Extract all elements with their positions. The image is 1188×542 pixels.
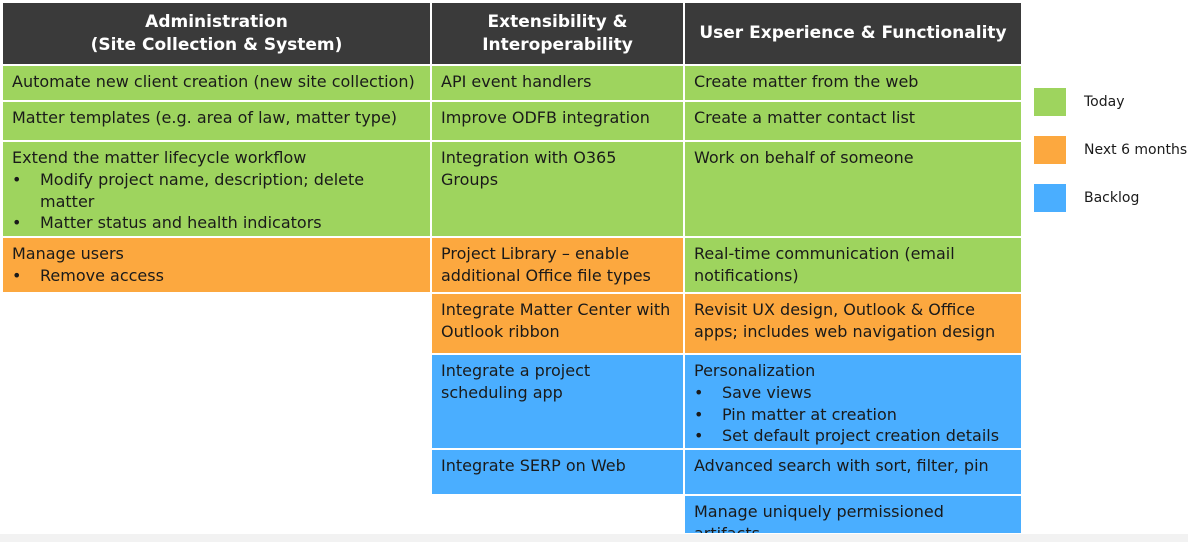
roadmap-item-text: Real-time communication (email notificat…	[694, 244, 955, 285]
column-header-label: User Experience & Functionality	[699, 23, 1007, 43]
roadmap-item-text: Work on behalf of someone	[694, 148, 914, 167]
roadmap-item-text: Project Library – enable additional Offi…	[441, 244, 651, 285]
roadmap-item-bullets: Remove access	[12, 265, 421, 287]
roadmap-item-text: Matter templates (e.g. area of law, matt…	[12, 108, 398, 127]
roadmap-item: API event handlers	[432, 66, 683, 100]
bullet-item: Matter status and health indicators	[12, 212, 421, 234]
bottom-band	[0, 534, 1188, 542]
roadmap-item: Integrate Matter Center with Outlook rib…	[432, 294, 683, 353]
roadmap-item-text: API event handlers	[441, 72, 592, 91]
roadmap-item-text: Revisit UX design, Outlook & Office apps…	[694, 300, 996, 341]
roadmap-item-text: Create matter from the web	[694, 72, 919, 91]
column-header-label: Administration (Site Collection & System…	[90, 11, 343, 55]
legend-label: Next 6 months	[1084, 142, 1188, 158]
bullet-item: Remove access	[12, 265, 421, 287]
roadmap-item: Create matter from the web	[685, 66, 1021, 100]
legend-label: Today	[1084, 94, 1125, 110]
roadmap-item: Integrate SERP on Web	[432, 450, 683, 494]
roadmap-item-text: Integrate SERP on Web	[441, 456, 626, 475]
bullet-item: Save views	[694, 382, 1012, 404]
roadmap-item-text: Personalization	[694, 361, 816, 380]
roadmap-item-text: Integrate a project scheduling app	[441, 361, 591, 402]
legend-label: Backlog	[1084, 190, 1140, 206]
roadmap-item-text: Automate new client creation (new site c…	[12, 72, 415, 91]
roadmap-item: PersonalizationSave viewsPin matter at c…	[685, 355, 1021, 448]
roadmap-item: Integration with O365 Groups	[432, 142, 683, 236]
roadmap-item: Real-time communication (email notificat…	[685, 238, 1021, 292]
roadmap-item: Manage uniquely permissioned artifacts	[685, 496, 1021, 533]
roadmap-item-text: Integration with O365 Groups	[441, 148, 617, 189]
column-header-label: Extensibility & Interoperability	[482, 11, 633, 55]
roadmap-item: Revisit UX design, Outlook & Office apps…	[685, 294, 1021, 353]
roadmap-item-text: Manage users	[12, 244, 124, 263]
roadmap-item: Work on behalf of someone	[685, 142, 1021, 236]
roadmap-item: Automate new client creation (new site c…	[3, 66, 430, 100]
legend-swatch	[1034, 184, 1066, 212]
legend-swatch	[1034, 136, 1066, 164]
roadmap-item: Extend the matter lifecycle workflowModi…	[3, 142, 430, 236]
roadmap-item-bullets: Modify project name, description; delete…	[12, 169, 421, 236]
bullet-item: Further automate external sharing workfl…	[12, 234, 421, 237]
bullet-item: Modify project name, description; delete…	[12, 169, 421, 212]
roadmap-item-bullets: Save viewsPin matter at creationSet defa…	[694, 382, 1012, 447]
roadmap-item: Advanced search with sort, filter, pin	[685, 450, 1021, 494]
roadmap-item: Manage usersRemove access	[3, 238, 430, 292]
column-header: Administration (Site Collection & System…	[3, 3, 430, 64]
roadmap-item: Improve ODFB integration	[432, 102, 683, 140]
column-header: Extensibility & Interoperability	[432, 3, 683, 64]
roadmap-item-text: Extend the matter lifecycle workflow	[12, 148, 307, 167]
roadmap-item: Create a matter contact list	[685, 102, 1021, 140]
roadmap-item-text: Create a matter contact list	[694, 108, 916, 127]
bullet-item: Set default project creation details	[694, 425, 1012, 447]
column-header: User Experience & Functionality	[685, 3, 1021, 64]
legend-swatch	[1034, 88, 1066, 116]
bullet-item: Pin matter at creation	[694, 404, 1012, 426]
roadmap-item-text: Advanced search with sort, filter, pin	[694, 456, 989, 475]
roadmap-item-text: Manage uniquely permissioned artifacts	[694, 502, 944, 533]
roadmap-item: Integrate a project scheduling app	[432, 355, 683, 448]
roadmap-item: Matter templates (e.g. area of law, matt…	[3, 102, 430, 140]
roadmap-item: Project Library – enable additional Offi…	[432, 238, 683, 292]
roadmap-item-text: Integrate Matter Center with Outlook rib…	[441, 300, 671, 341]
roadmap-item-text: Improve ODFB integration	[441, 108, 650, 127]
